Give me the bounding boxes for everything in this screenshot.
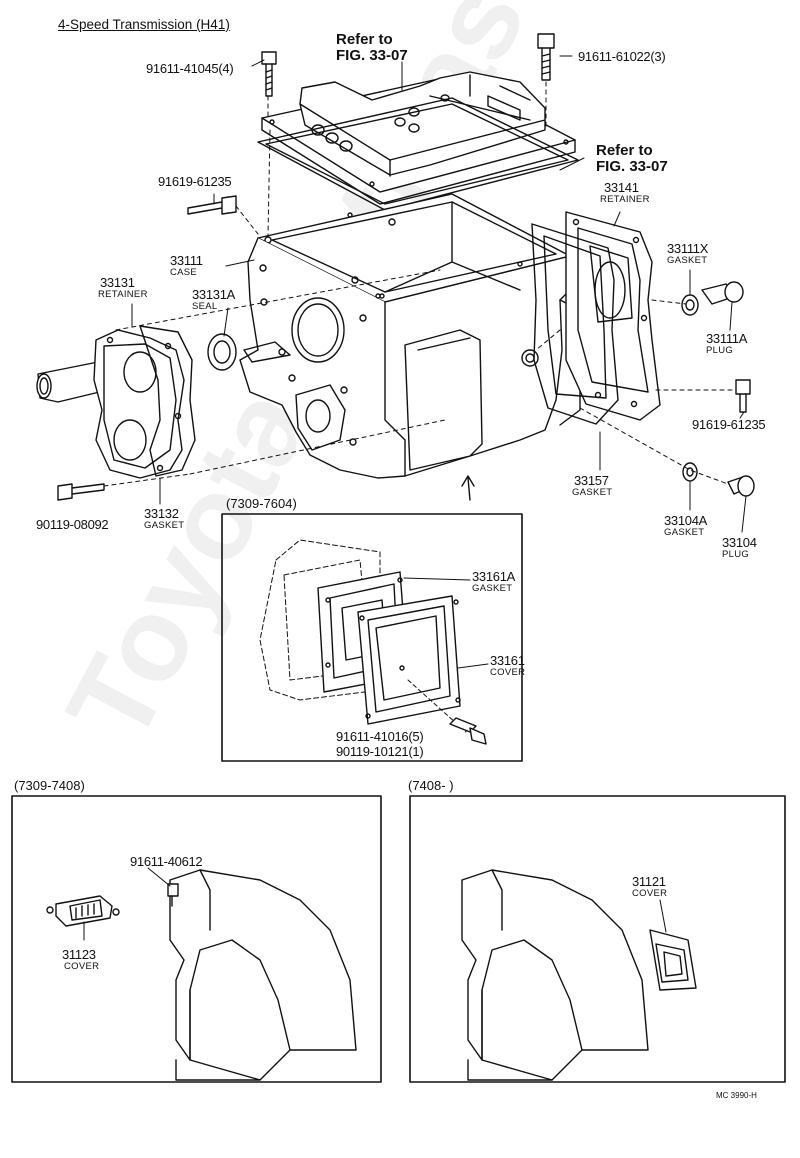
part-name-gasket-104a: GASKET: [664, 527, 705, 538]
part-label-33132: 33132: [144, 506, 179, 521]
plug-33104-drawing: [727, 475, 755, 497]
part-name-gasket-x: GASKET: [667, 255, 708, 266]
part-label-31121: 31121: [632, 874, 666, 889]
part-name-gasket-161a: GASKET: [472, 583, 513, 594]
part-name-retainer-rear: RETAINER: [600, 194, 650, 205]
refer-note-top-line2: FIG. 33-07: [336, 46, 408, 64]
part-label-33104a: 33104A: [664, 513, 708, 528]
leader-lines: [83, 55, 747, 941]
inset-box-right: [409, 795, 786, 1083]
transmission-case-drawing: [239, 193, 581, 479]
part-name-plug-104: PLUG: [722, 549, 750, 560]
drawing-code: MC 3990-H: [716, 1091, 757, 1100]
guide-lines: [103, 81, 737, 487]
plug-33111a-drawing: [701, 281, 744, 305]
part-label-33131a: 33131A: [192, 287, 236, 302]
top-cover-drawing: [257, 71, 579, 211]
part-name-cover-161: COVER: [490, 667, 526, 678]
part-label-91611-40612: 91611-40612: [130, 854, 203, 869]
refer-note-right-line1: Refer to: [596, 142, 653, 159]
bolt-left-drawing: [187, 195, 237, 215]
inset-middle-drawing: [259, 539, 487, 745]
part-label-91619-61235-left: 91619-61235: [158, 174, 232, 189]
part-label-33104: 33104: [722, 535, 757, 550]
bolt-top-right-drawing: [537, 33, 555, 81]
refer-note-right: Refer to FIG. 33-07: [596, 143, 668, 175]
part-label-91611-41016: 91611-41016(5): [336, 729, 424, 744]
part-label-33161a: 33161A: [472, 569, 516, 584]
bolt-top-left-drawing: [261, 51, 277, 97]
part-label-31123: 31123: [62, 947, 96, 962]
inset-box-middle: [221, 513, 523, 762]
part-label-90119-08092: 90119-08092: [36, 517, 109, 532]
inset-left-date: (7309-7408): [14, 778, 85, 793]
refer-note-top-line1: Refer to: [336, 31, 393, 48]
part-name-seal: SEAL: [192, 301, 218, 312]
inset-left-drawing: [46, 869, 357, 1081]
refer-note-top: Refer to FIG. 33-07: [336, 32, 408, 64]
diagram-title: 4-Speed Transmission (H41): [58, 17, 230, 32]
part-name-gasket-rear: GASKET: [572, 487, 613, 498]
part-label-33161: 33161: [490, 653, 525, 668]
part-name-retainer-front: RETAINER: [98, 289, 148, 300]
part-label-33111a: 33111A: [706, 331, 748, 346]
arrow-to-inset: [461, 475, 475, 501]
part-label-91611-61022: 91611-61022(3): [578, 49, 666, 64]
part-label-33157: 33157: [574, 473, 609, 488]
bolt-front-drawing: [57, 483, 105, 501]
inset-right-drawing: [461, 869, 697, 1081]
part-label-91611-41045: 91611-41045(4): [146, 61, 234, 76]
part-label-33131: 33131: [100, 275, 135, 290]
front-retainer-drawing: [36, 325, 196, 479]
rear-retainer-drawing: [531, 211, 661, 425]
gasket-33111x-drawing: [681, 294, 699, 316]
part-label-91619-61235-right: 91619-61235: [692, 417, 766, 432]
seal-drawing: [207, 333, 237, 371]
part-label-33111x: 33111X: [667, 241, 709, 256]
part-name-plug-a: PLUG: [706, 345, 734, 356]
inset-right-date: (7408- ): [408, 778, 454, 793]
part-name-case: CASE: [170, 267, 198, 278]
part-label-33111: 33111: [170, 253, 203, 268]
part-label-90119-10121: 90119-10121(1): [336, 744, 424, 759]
bolt-right-drawing: [735, 379, 751, 413]
part-name-cover-121: COVER: [632, 888, 668, 899]
part-label-33141: 33141: [604, 180, 639, 195]
inset-box-left: [11, 795, 382, 1083]
part-name-gasket-front: GASKET: [144, 520, 185, 531]
part-name-cover-123: COVER: [64, 961, 100, 972]
inset-middle-date: (7309-7604): [226, 496, 297, 511]
refer-note-right-line2: FIG. 33-07: [596, 157, 668, 175]
